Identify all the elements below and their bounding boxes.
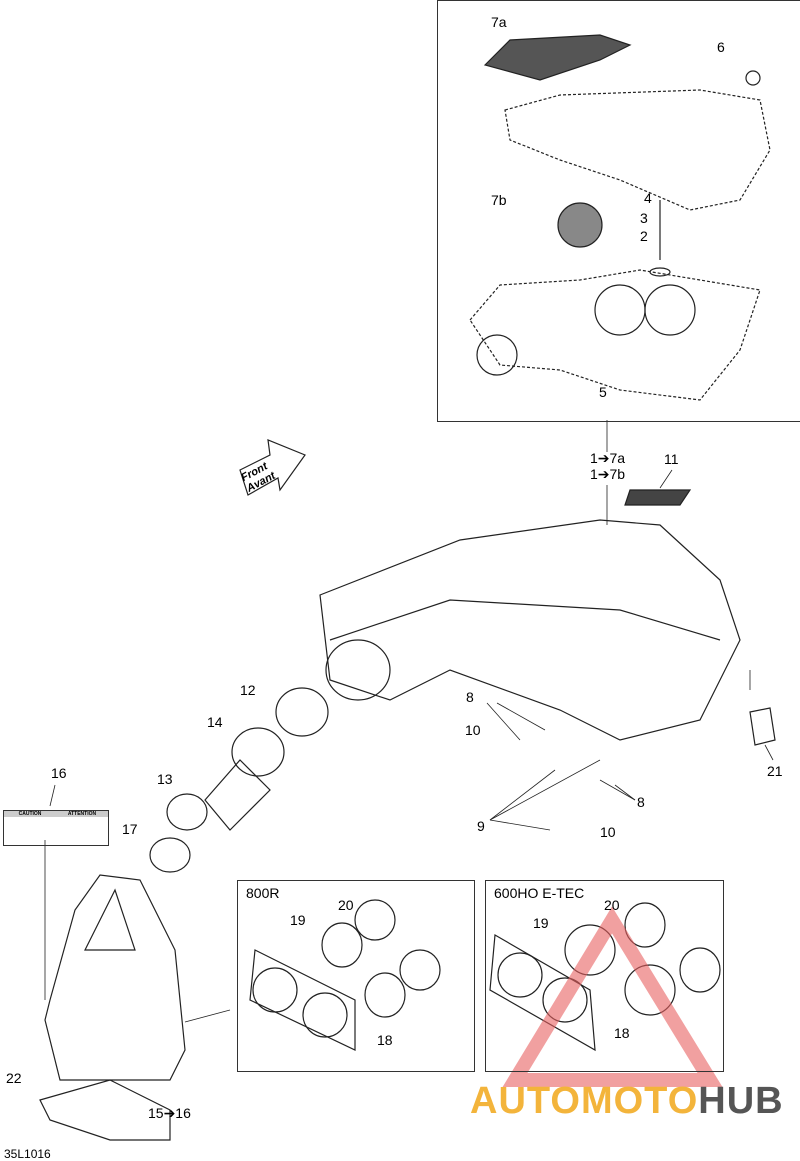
watermark-triangle (502, 906, 723, 1087)
callout-13: 13 (157, 771, 173, 787)
callout-22: 22 (6, 1070, 22, 1086)
callout-19: 19 (290, 912, 306, 928)
variant-600ho-title: 600HO E-TEC (494, 885, 585, 901)
callout-16: 16 (51, 765, 67, 781)
callout-18: 18 (614, 1025, 630, 1041)
callout-14: 14 (207, 714, 223, 730)
callout-5: 5 (599, 384, 607, 400)
callout-10: 10 (600, 824, 616, 840)
main-airbox (319, 489, 776, 746)
watermark-logo: AUTOMOTOHUB (470, 1080, 784, 1122)
callout-6: 6 (717, 39, 725, 55)
callout-21: 21 (767, 763, 783, 779)
diagram-code: 35L1016 (4, 1147, 51, 1161)
callout-9: 9 (477, 818, 485, 834)
callout-20: 20 (338, 897, 354, 913)
leader-lines (44, 420, 774, 1023)
callout-4: 4 (644, 190, 652, 206)
callout-1-7b: 1➔7b (590, 466, 626, 482)
callout-18: 18 (377, 1032, 393, 1048)
variant-parts (249, 899, 721, 1052)
variant-800r-title: 800R (246, 885, 280, 901)
callout-7b: 7b (491, 192, 507, 208)
lower-silencer (39, 874, 186, 1141)
intake-parts (149, 687, 329, 873)
upper-cover-inset (437, 0, 800, 422)
callout-10: 10 (465, 722, 481, 738)
callout-7a: 7a (491, 14, 507, 30)
upper-airbox-cover (469, 34, 771, 401)
callout-1-7a: 1➔7a (590, 450, 626, 466)
callout-8: 8 (637, 794, 645, 810)
callout-3: 3 (640, 210, 648, 226)
callout-12: 12 (240, 682, 256, 698)
variant-600ho-box (485, 880, 724, 1072)
front-arrow (239, 439, 306, 496)
variant-800r-box (237, 880, 475, 1072)
callout-20: 20 (604, 897, 620, 913)
callout-2: 2 (640, 228, 648, 244)
callout-15-16: 15➔16 (148, 1105, 191, 1121)
callout-17: 17 (122, 821, 138, 837)
callout-8: 8 (466, 689, 474, 705)
callout-11: 11 (664, 451, 679, 467)
callout-19: 19 (533, 915, 549, 931)
